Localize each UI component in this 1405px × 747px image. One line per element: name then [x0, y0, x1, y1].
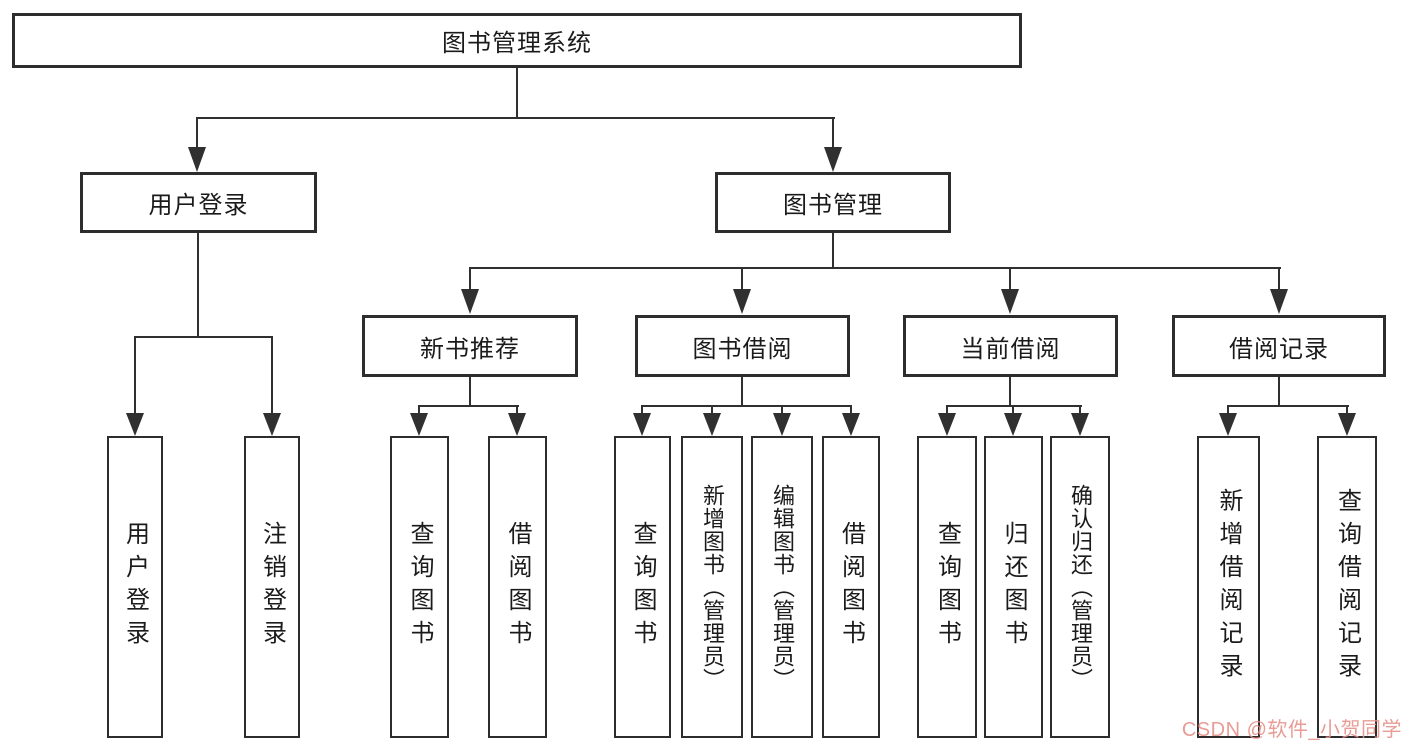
connector-record-hline	[1227, 405, 1349, 407]
arrow-down-icon	[263, 413, 281, 436]
leaf-label: 查询图书	[406, 521, 433, 653]
arrow-down-icon	[1270, 289, 1288, 314]
connector-newbook-hline	[418, 405, 519, 407]
arrow-down-icon	[1219, 413, 1237, 436]
leaf-query-books-current: 查询图书	[917, 436, 977, 738]
node-current-borrow: 当前借阅	[903, 315, 1118, 377]
connector-bookmgmt-hline	[469, 267, 1281, 269]
leaf-query-books-recommend: 查询图书	[390, 436, 449, 738]
connector-drop	[711, 405, 713, 415]
leaf-label: 新增图书（管理员）	[700, 483, 725, 691]
leaf-label: 用户登录	[121, 521, 149, 653]
node-label: 当前借阅	[960, 335, 1061, 363]
connector-drop	[1227, 405, 1229, 415]
leaf-return-books: 归还图书	[984, 436, 1043, 738]
connector-drop	[418, 405, 420, 415]
connector-root-stem	[516, 68, 518, 118]
leaf-label: 新增借阅记录	[1215, 488, 1242, 686]
connector-drop	[1012, 405, 1014, 415]
arrow-down-icon	[461, 289, 479, 314]
leaf-label: 注销登录	[258, 521, 286, 653]
leaf-user-login: 用户登录	[107, 436, 163, 738]
connector-current-stem	[1009, 377, 1011, 407]
leaf-query-borrow-record: 查询借阅记录	[1317, 436, 1377, 738]
connector-borrow-stem	[741, 377, 743, 407]
connector-record-stem	[1278, 377, 1280, 407]
leaf-query-books-borrow: 查询图书	[614, 436, 671, 738]
connector-drop	[850, 405, 852, 415]
node-label: 新书推荐	[420, 335, 520, 363]
connector-drop-leaf-logout	[271, 336, 273, 413]
arrow-down-icon	[733, 289, 751, 314]
connector-drop-book-management	[832, 117, 834, 149]
arrow-down-icon	[824, 147, 842, 172]
connector-drop	[946, 405, 948, 415]
connector-drop-current-borrow	[1009, 267, 1011, 290]
node-label: 图书借阅	[692, 335, 793, 363]
leaf-borrow-books-recommend: 借阅图书	[488, 436, 547, 738]
connector-drop	[516, 405, 518, 415]
arrow-down-icon	[188, 147, 206, 172]
connector-borrow-hline	[641, 405, 852, 407]
node-label: 图书管理系统	[442, 30, 592, 57]
arrow-down-icon	[1071, 413, 1089, 436]
node-label: 用户登录	[148, 192, 249, 219]
arrow-down-icon	[773, 413, 791, 436]
leaf-add-borrow-record: 新增借阅记录	[1197, 436, 1260, 738]
leaf-label: 确认归还（管理员）	[1068, 483, 1093, 691]
leaf-edit-books-admin: 编辑图书（管理员）	[751, 436, 813, 738]
leaf-add-books-admin: 新增图书（管理员）	[681, 436, 743, 738]
connector-drop-book-borrow	[741, 267, 743, 290]
connector-drop-new-book	[469, 267, 471, 290]
arrow-down-icon	[938, 413, 956, 436]
leaf-label: 查询图书	[629, 521, 656, 653]
leaf-label: 查询图书	[933, 521, 961, 653]
connector-newbook-stem	[469, 377, 471, 407]
connector-bookmgmt-stem	[832, 233, 834, 269]
leaf-label: 归还图书	[1000, 521, 1027, 653]
arrow-down-icon	[1338, 413, 1356, 436]
watermark: CSDN @软件_小贺同学	[1181, 719, 1402, 741]
connector-drop	[641, 405, 643, 415]
arrow-down-icon	[126, 413, 144, 436]
leaf-confirm-return-admin: 确认归还（管理员）	[1050, 436, 1110, 738]
node-user-login: 用户登录	[80, 172, 317, 233]
arrow-down-icon	[703, 413, 721, 436]
connector-current-hline	[946, 405, 1082, 407]
leaf-label: 查询借阅记录	[1333, 488, 1361, 686]
connector-root-hline	[196, 117, 835, 119]
connector-userlogin-hline	[134, 336, 273, 338]
connector-drop	[1079, 405, 1081, 415]
node-label: 图书管理	[783, 192, 883, 219]
leaf-logout: 注销登录	[244, 436, 300, 738]
leaf-label: 借阅图书	[837, 521, 865, 653]
node-book-borrow: 图书借阅	[635, 315, 850, 377]
leaf-label: 借阅图书	[504, 521, 531, 653]
leaf-label: 编辑图书（管理员）	[770, 483, 795, 691]
node-book-management: 图书管理	[715, 172, 951, 233]
connector-drop-leaf-user-login	[134, 336, 136, 413]
node-library-management-system: 图书管理系统	[12, 13, 1022, 68]
connector-drop	[1346, 405, 1348, 415]
arrow-down-icon	[508, 413, 526, 436]
connector-drop-user-login	[196, 117, 198, 149]
leaf-borrow-books: 借阅图书	[822, 436, 880, 738]
arrow-down-icon	[633, 413, 651, 436]
node-new-book-recommend: 新书推荐	[362, 315, 578, 377]
node-borrow-record: 借阅记录	[1172, 315, 1386, 377]
connector-drop-borrow-record	[1278, 267, 1280, 290]
node-label: 借阅记录	[1229, 335, 1329, 363]
arrow-down-icon	[842, 413, 860, 436]
connector-userlogin-stem	[197, 233, 199, 337]
arrow-down-icon	[410, 413, 428, 436]
connector-drop	[781, 405, 783, 415]
arrow-down-icon	[1004, 413, 1022, 436]
arrow-down-icon	[1001, 289, 1019, 314]
